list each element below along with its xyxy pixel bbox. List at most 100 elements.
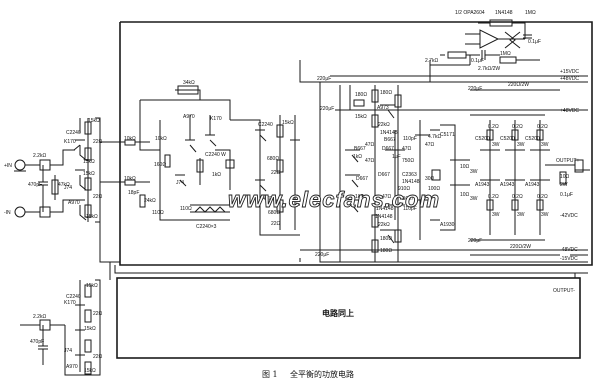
q-c5171-label: C5171 [440, 132, 455, 138]
c-220u-label: 220μF [317, 76, 331, 82]
r-1k-label: 1kΩ [212, 172, 221, 178]
r-2k7-2w-label: 2.7kΩ/2W [478, 66, 500, 72]
c-110p-label: 110pF [403, 206, 417, 212]
rail-m15-label: -15VDC [560, 256, 578, 262]
r-0r2-label: 0.2Ω [488, 124, 499, 130]
dc-servo: 1/2 OPA2604 1N4148 1MΩ 0.1μF 2.7kΩ 0.1μF… [425, 10, 541, 82]
r-47k-label: 47kΩ [58, 182, 70, 188]
r-10k-label: 10kΩ [155, 136, 167, 142]
r-2w-label: 2W [560, 182, 568, 188]
c-0r1-label: 0.1μF [528, 39, 541, 45]
q-j74-label: J74 [176, 180, 184, 186]
c-220u-label: 220μF [468, 86, 482, 92]
d-1n4148-label: 1N4148 [380, 130, 398, 136]
q-a970-label: A970 [68, 200, 80, 206]
output-plus-label: OUTPUT+ [556, 158, 580, 164]
q-c2240-label: C2240 [66, 130, 81, 136]
q-j74-label: J74 [64, 348, 72, 354]
q-a1943-label: A1943 [525, 182, 540, 188]
in-plus-label: +IN [4, 163, 12, 169]
c-0r1-label: 0.1μF [560, 192, 573, 198]
r-15k-label: 15kΩ [282, 120, 294, 126]
r-1k-label: 1kΩ [355, 194, 364, 200]
r-34k-label: 34kΩ [183, 80, 195, 86]
driver-section: 180Ω 180Ω A973 15kΩ 22kΩ 1N4148 B667 B66… [339, 85, 470, 262]
r-910-label: 910Ω [398, 186, 410, 192]
q-c2240-label: C2240 [258, 122, 273, 128]
r-180-label: 180Ω [355, 92, 367, 98]
c-110p-label: 110pF [403, 136, 417, 142]
watermark: www.elecfans.com [228, 187, 440, 212]
r-47-label: 47Ω [425, 142, 435, 148]
opamp-label: 1/2 OPA2604 [455, 10, 485, 16]
q-b667-label: B667 [384, 137, 396, 143]
r-15k-label: 15kΩ [83, 159, 95, 165]
in-minus-label: -IN [4, 210, 11, 216]
r-3w-label: 3W [517, 142, 525, 148]
q-a1943-label: A1943 [475, 182, 490, 188]
r-220-2w-label: 220Ω/2W [508, 82, 529, 88]
r-47-label: 47Ω [365, 158, 375, 164]
r-3w-label: 3W [541, 142, 549, 148]
r-0r2-label: 0.2Ω [488, 194, 499, 200]
q-k170-label: K170 [64, 139, 76, 145]
r-22-label: 22Ω [93, 139, 103, 145]
r-180-label: 180Ω [380, 248, 392, 254]
output-section: 0.2Ω 0.2Ω 0.2Ω 3W 3W 3W C5200 C5200 C520… [460, 89, 590, 256]
figure-title: 全平衡的功放电路 [290, 369, 354, 379]
lower-block: 电路同上 OUTPUT- [116, 273, 581, 359]
frame-wires [99, 21, 593, 280]
input-jack-minus-icon [14, 206, 26, 218]
r-22k-label: 22kΩ [378, 222, 390, 228]
q-a973-label: A973 [377, 105, 389, 111]
r-680-label: 680Ω [268, 210, 280, 216]
r-15k-label: 15kΩ [355, 114, 367, 120]
q-a1930-label: A1930 [440, 222, 455, 228]
figure-number: 图 1 [262, 370, 278, 379]
r-0r2-label: 0.2Ω [512, 194, 523, 200]
r-22k-label: 22kΩ [378, 122, 390, 128]
q-d667-label: D667 [382, 146, 394, 152]
c-18p-label: 18pF [128, 190, 139, 196]
r-22-label: 22Ω [93, 311, 103, 317]
q-c2240-label: C2240 [66, 294, 81, 300]
r-47-label: 47Ω [402, 146, 412, 152]
r-3w-label: 3W [470, 169, 478, 175]
r-15k-label: 15kΩ [86, 283, 98, 289]
input-jack-plus-icon [14, 159, 26, 171]
r-180-label: 180Ω [380, 90, 392, 96]
d-1n4148-label: 1N4148 [375, 214, 393, 220]
c-220u-label: 220μF [320, 106, 334, 112]
output-minus-label: OUTPUT- [553, 288, 575, 294]
r-10k-label: 10kΩ [124, 136, 136, 142]
r-22k-label: 2.2kΩ [33, 314, 46, 320]
r-47-label: 47Ω [382, 194, 392, 200]
rail-p48-label: +48VDC [560, 76, 579, 82]
r-750-label: 750Ω [402, 158, 414, 164]
r-1m-label: 1MΩ [500, 51, 511, 57]
vas-section: 34kΩ A970 K170 10kΩ 10kΩ 10kΩ 160Ω J74 1… [100, 80, 300, 236]
d-1n4148-label: 1N4148 [402, 179, 420, 185]
r-1k-label: 1kΩ [353, 154, 362, 160]
r-15k-label: 15kΩ [88, 118, 100, 124]
q-a970-label: A970 [262, 196, 274, 202]
r-100-label: 100Ω [428, 186, 440, 192]
rail-p15-label: +15VDC [560, 69, 579, 75]
q-c5200-label: C5200 [525, 136, 540, 142]
r-22-label: 22Ω [93, 194, 103, 200]
r-2k7-label: 2.7kΩ [425, 58, 438, 64]
r-15k-label: 15kΩ [86, 214, 98, 220]
r-180-label: 180Ω [380, 236, 392, 242]
r-22k-label: 2.2kΩ [33, 153, 46, 159]
q-c2240w-label: C2240 W [205, 152, 226, 158]
r-15k-label: 15kΩ [83, 171, 95, 177]
q-c5200-label: C5200 [500, 136, 515, 142]
q-a970-label: A970 [66, 364, 78, 370]
same-circuit-label: 电路同上 [322, 308, 354, 318]
r-4k7-label: 4.7kΩ [428, 134, 441, 140]
q-c2240x3-label: C2240×3 [196, 224, 217, 230]
rail-p48-label: +48VDC [560, 108, 579, 114]
rail-m48-label: -48VDC [560, 247, 578, 253]
